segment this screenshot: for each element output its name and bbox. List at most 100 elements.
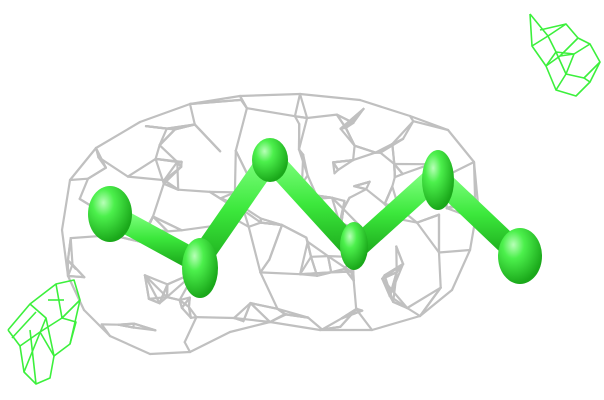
density-mesh-edge [180,296,191,309]
density-mesh-edge [332,161,340,171]
density-mesh-edge [339,127,356,147]
density-mesh-edge [126,157,157,178]
density-mesh-edge [348,188,368,199]
density-mesh-edge [352,151,377,162]
ligand-atom-terminal[interactable] [498,228,542,284]
density-mesh-edge [450,248,472,292]
density-mesh-edge [393,162,396,179]
density-mesh-edge [472,160,477,200]
density-mesh-edge [187,305,198,319]
density-mesh-edge [69,237,74,266]
density-mesh-edge [418,288,454,318]
density-mesh-edge [370,314,422,332]
density-mesh-edge [393,172,404,179]
density-mesh-edge [233,316,272,324]
density-mesh-edge [143,274,168,299]
density-mesh-edge [183,316,198,344]
density-mesh-edge [393,162,404,176]
density-mesh-edge [330,196,345,211]
density-mesh-edge [343,267,355,282]
density-mesh-edge [165,296,181,302]
density-mesh-edge [165,283,169,299]
density-mesh-edge [78,177,90,200]
density-mesh-edge [268,320,322,332]
density-mesh-edge [293,115,309,120]
density-mesh-edge [68,146,98,182]
density-mesh-edge [60,178,72,232]
density-mesh-edge [259,271,302,276]
density-mesh-edge [446,128,476,164]
density-mesh-edge [358,98,412,118]
density-mesh-edge [330,196,346,203]
ligand-atom[interactable] [422,150,454,210]
density-mesh-edge [391,176,396,188]
density-mesh-edge [342,199,346,211]
neighbor-density-mesh-top-right [529,13,601,97]
density-mesh-edge [293,115,301,126]
density-mesh-edge [415,213,441,224]
density-mesh-edge [94,120,142,150]
density-mesh-edge [151,215,183,232]
density-mesh-edge [176,160,180,191]
density-mesh-edge [165,123,196,130]
density-mesh-edge [108,334,152,356]
density-mesh-edge [392,271,398,303]
ligand-atom[interactable] [182,238,218,298]
density-mesh-edge [388,294,395,303]
density-mesh-edge [268,313,287,324]
density-mesh-edge [195,316,236,320]
density-mesh-edge [339,307,358,328]
density-mesh-edge [326,255,333,274]
neighbor-density-mesh-left [7,279,81,385]
ligand-atom[interactable] [88,186,132,242]
density-mesh-edge [437,251,442,289]
ligand-atom[interactable] [340,222,368,270]
density-mesh-edge [280,223,308,239]
density-mesh-edge [337,159,355,171]
density-mesh-edge [412,120,450,132]
density-mesh-edge [188,102,196,126]
density-mesh-edge [86,166,108,180]
density-mesh-edge [306,240,330,258]
density-mesh-edge [148,350,192,356]
density-mesh-edge [379,137,405,154]
density-mesh-edge [298,92,309,120]
density-mesh-edge [245,107,296,118]
density-mesh-edge [259,258,271,274]
density-mesh-edge [391,120,415,146]
density-mesh-edge [391,142,396,166]
density-mesh-edge [66,274,86,312]
density-mesh-edge [268,223,284,261]
density-mesh-edge [180,306,192,319]
density-mesh-edge [71,263,86,279]
density-mesh-edge [379,151,396,166]
density-mesh-edge [309,255,330,258]
density-mesh-edge [238,92,302,98]
density-mesh-edge [302,153,309,177]
density-mesh-edge [151,182,165,218]
density-mesh-edge [193,123,222,153]
density-mesh-edge [326,255,353,273]
density-mesh-edge [335,113,347,130]
density-mesh-edge [259,271,279,310]
density-mesh-edge [259,217,284,227]
density-mesh-edge [307,316,324,331]
density-mesh-edge [437,248,472,254]
density-mesh-edge [138,102,192,124]
density-mesh-edge [383,262,405,277]
density-mesh-edge [276,307,310,319]
density-mesh-edge [238,94,248,110]
density-mesh-edge [306,113,338,120]
ligand-bond [343,165,447,261]
density-mesh-edge [162,182,180,191]
density-mesh-edge [406,306,422,318]
density-mesh-edge [158,144,179,163]
density-mesh-edge [154,144,161,160]
ligand-atom[interactable] [252,138,288,182]
density-mesh-edge [415,221,441,254]
density-mesh-edge [66,274,86,279]
density-mesh-edge [247,221,262,228]
density-mesh-edge [395,245,405,266]
